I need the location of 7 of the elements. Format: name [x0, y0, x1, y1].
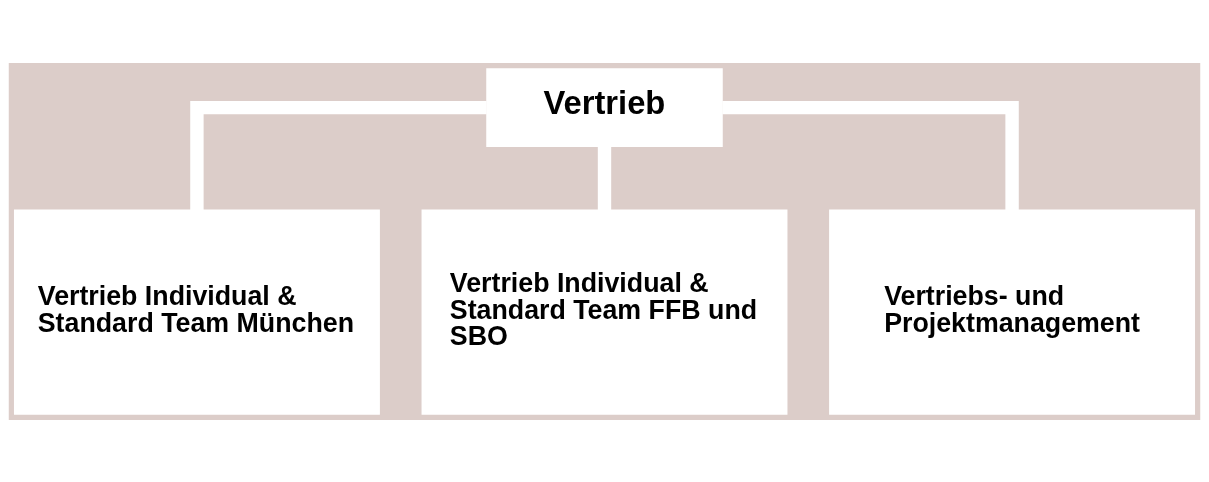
connector [722, 100, 1019, 210]
node-box: Vertrieb [486, 67, 723, 147]
node-box: Vertrieb Individual & Standard Team FFB und SBO [421, 209, 788, 415]
connector [190, 100, 487, 210]
connector [597, 146, 612, 210]
node-box: Vertriebs- und Projektmanagement [829, 209, 1196, 415]
node-box: Vertrieb Individual & Standard Team München [13, 209, 380, 415]
